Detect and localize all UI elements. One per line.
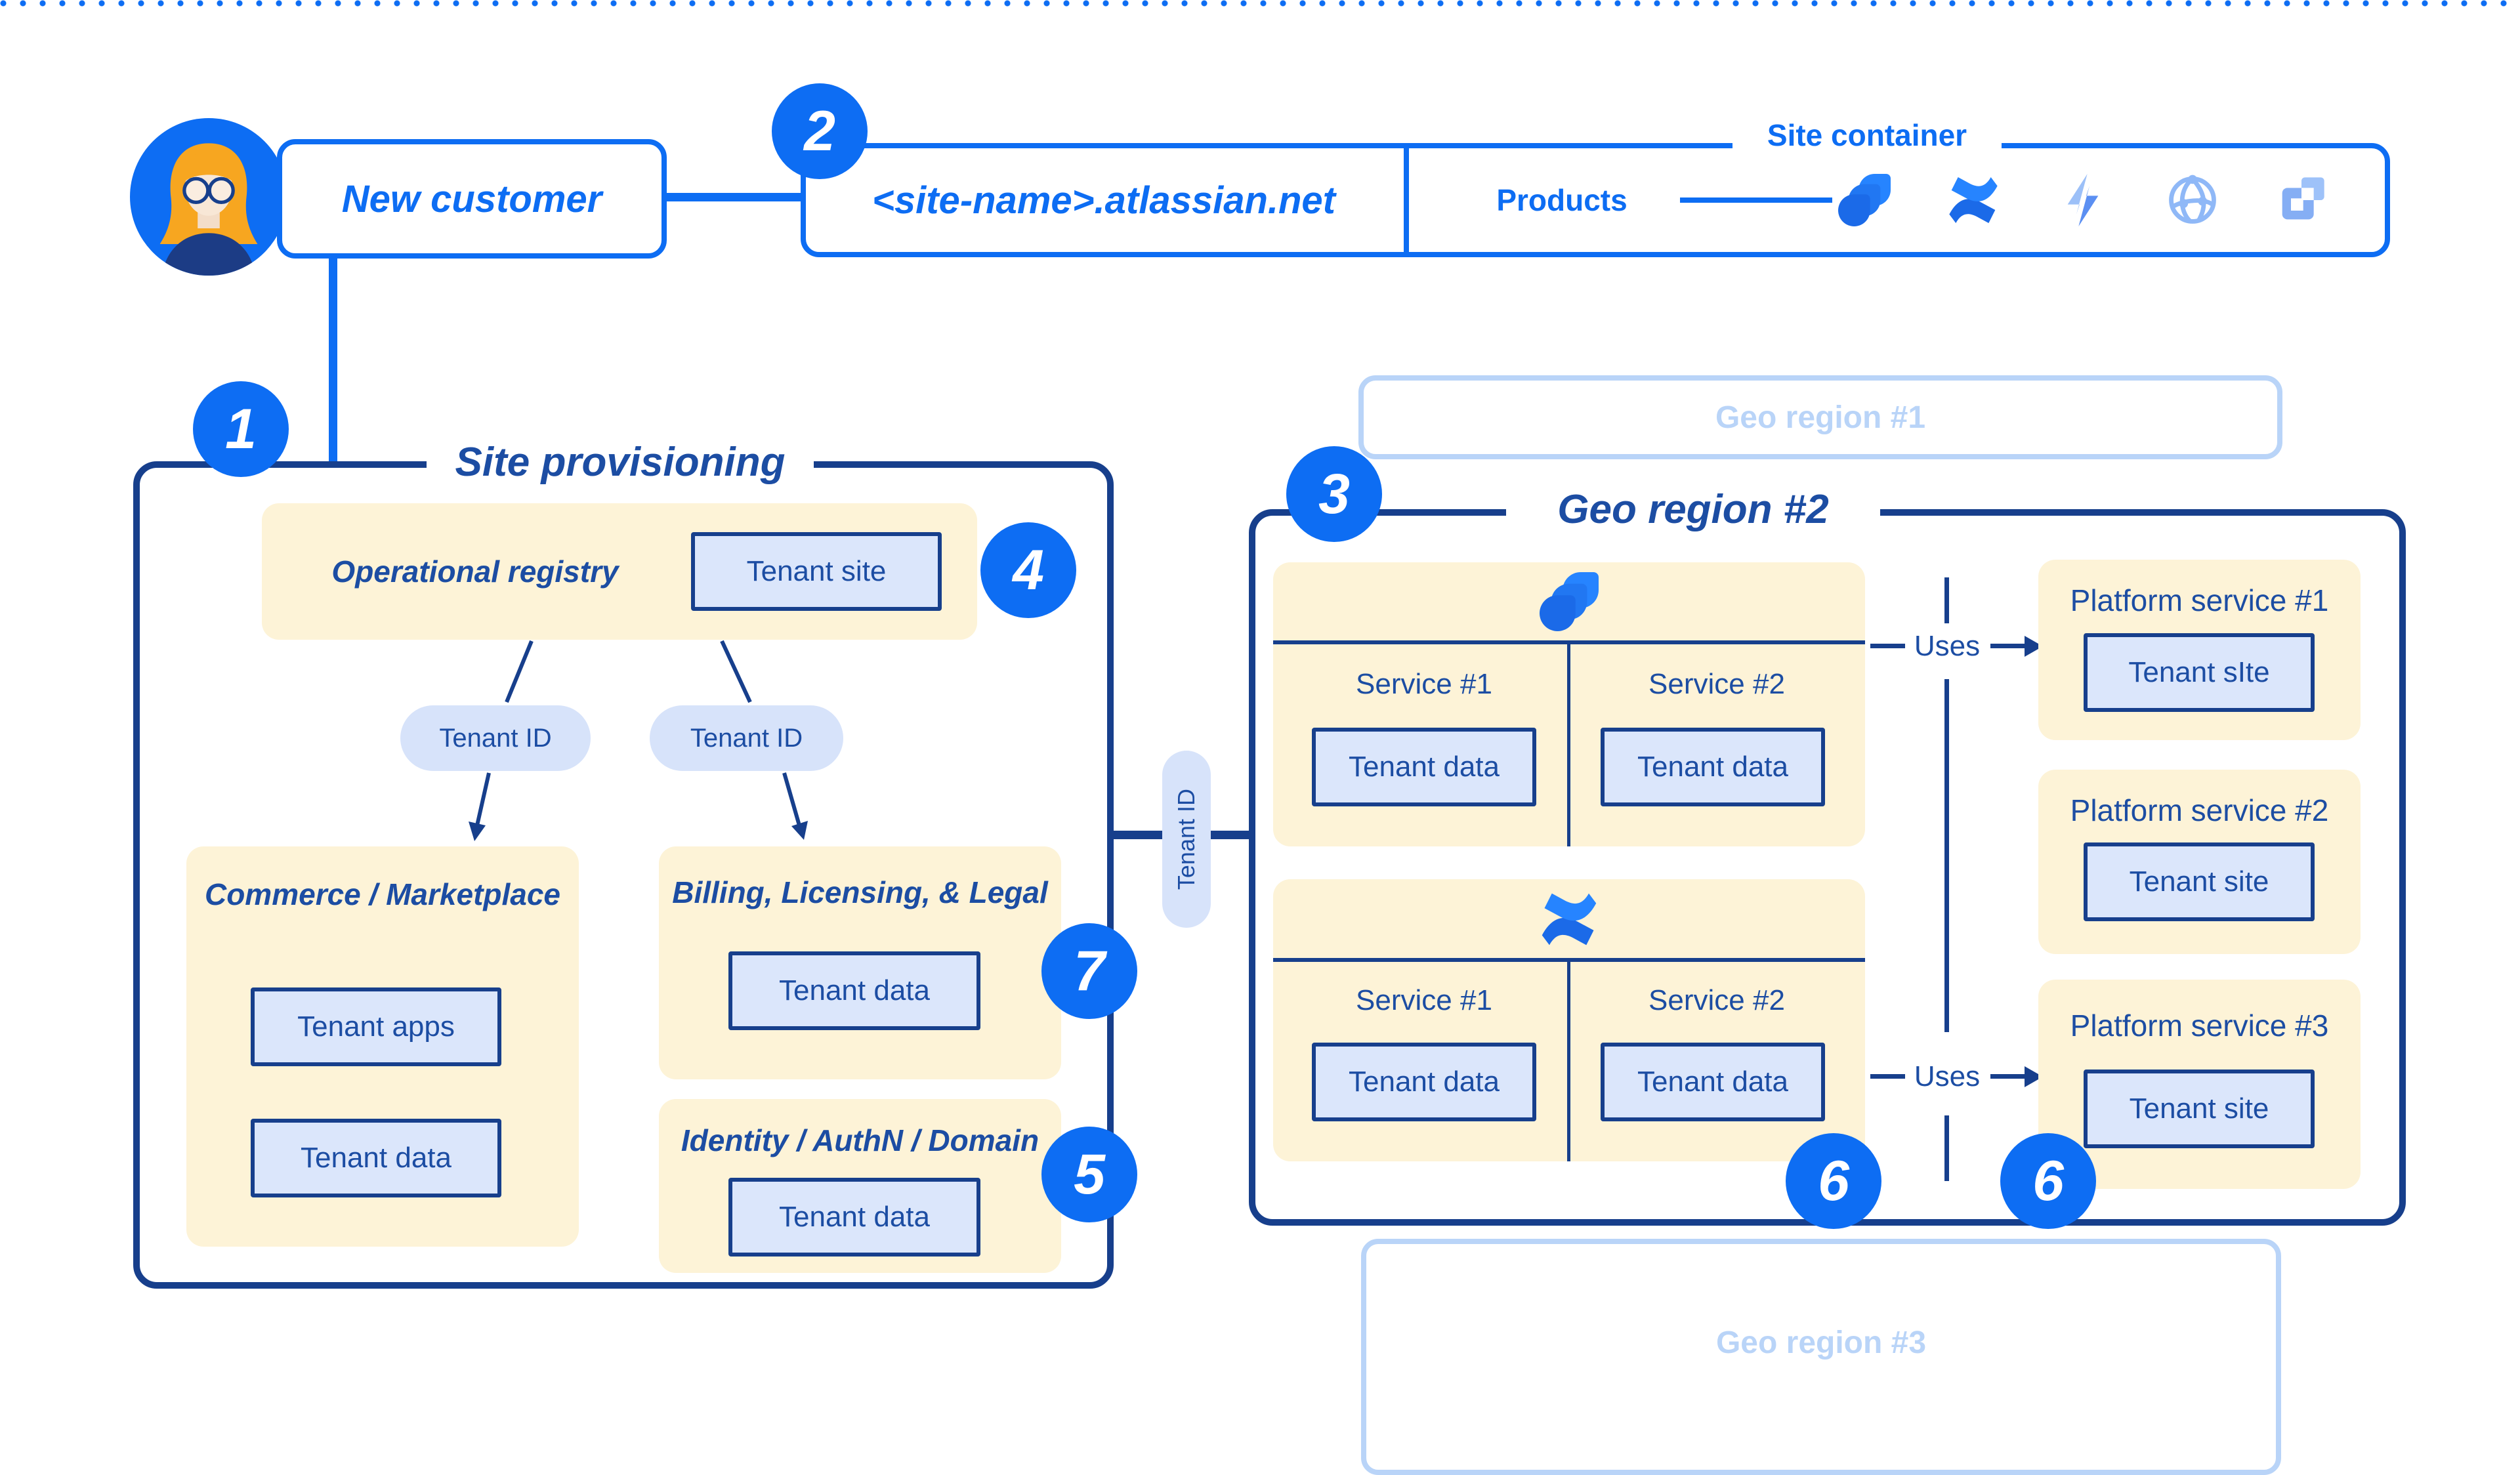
geo-region-1-label: Geo region #1 bbox=[1715, 400, 1926, 435]
step-badge-6-right: 6 bbox=[2000, 1133, 2096, 1229]
platform-service-1-tenant-site-box: Tenant sIte bbox=[2084, 633, 2315, 712]
connector-customer-to-provisioning bbox=[329, 256, 337, 461]
confluence-service-divider bbox=[1567, 962, 1570, 1161]
new-customer-label: New customer bbox=[341, 177, 602, 220]
confluence-section-divider bbox=[1273, 958, 1865, 962]
uses1-arrow-line bbox=[1990, 644, 2025, 648]
uses2-label: Uses bbox=[1905, 1054, 1989, 1100]
step-badge-5: 5 bbox=[1041, 1127, 1137, 1222]
new-customer-box: New customer bbox=[277, 139, 667, 259]
site-url-cell: <site-name>.atlassian.net bbox=[808, 148, 1399, 252]
platform-service-1-title: Platform service #1 bbox=[2070, 583, 2329, 617]
uses1-label: Uses bbox=[1905, 623, 1989, 669]
confluence-icon bbox=[1947, 174, 2000, 226]
uses-vline-seg3 bbox=[1944, 1115, 1949, 1181]
confluence-service1-tenant-data-box: Tenant data bbox=[1312, 1043, 1536, 1121]
registry-tenant-site-box: Tenant site bbox=[691, 532, 942, 611]
tenant-id-connector-label: Tenant ID bbox=[1173, 788, 1200, 890]
jira-service1-tenant-data-box: Tenant data bbox=[1312, 728, 1536, 806]
confluence-service2-label: Service #2 bbox=[1648, 984, 1785, 1016]
platform-service-2-tenant-site-box: Tenant site bbox=[2084, 842, 2315, 921]
jira-icon bbox=[1838, 174, 1891, 226]
site-container-divider bbox=[1404, 148, 1409, 252]
jira-icon bbox=[1540, 572, 1599, 631]
site-container-box bbox=[801, 143, 2390, 257]
jira-service1-label: Service #1 bbox=[1356, 668, 1492, 700]
site-url-label: <site-name>.atlassian.net bbox=[872, 178, 1335, 222]
step-badge-2: 2 bbox=[772, 83, 868, 179]
site-provisioning-title: Site provisioning bbox=[427, 436, 814, 488]
geo-region-3-box: Geo region #3 bbox=[1361, 1239, 2281, 1475]
geo-region-1-box: Geo region #1 bbox=[1358, 375, 2282, 459]
blocks-icon bbox=[2275, 174, 2328, 226]
jira-service2-tenant-data-box: Tenant data bbox=[1601, 728, 1825, 806]
site-container-title: Site container bbox=[1732, 110, 2002, 160]
woman-avatar-illustration bbox=[130, 118, 287, 276]
step-badge-1: 1 bbox=[193, 381, 289, 477]
geo-boundary-dotted-line bbox=[0, 0, 2520, 7]
jira-service-divider bbox=[1567, 644, 1570, 846]
jira-service2-label: Service #2 bbox=[1648, 668, 1785, 700]
commerce-tenant-apps-box: Tenant apps bbox=[251, 987, 501, 1066]
tenant-id-pill-right: Tenant ID bbox=[650, 705, 843, 771]
confluence-service2-tenant-data-box: Tenant data bbox=[1601, 1043, 1825, 1121]
confluence-icon bbox=[1540, 890, 1599, 949]
uses2-dash bbox=[1870, 1074, 1911, 1079]
commerce-marketplace-title: Commerce / Marketplace bbox=[204, 877, 561, 911]
platform-service-3-tenant-site-box: Tenant site bbox=[2084, 1070, 2315, 1148]
billing-licensing-legal-title: Billing, Licensing, & Legal bbox=[672, 875, 1048, 909]
step-badge-3: 3 bbox=[1286, 446, 1382, 542]
platform-service-2-title: Platform service #2 bbox=[2070, 793, 2329, 827]
uses-vline-seg1 bbox=[1944, 577, 1949, 623]
products-label: Products bbox=[1496, 183, 1628, 217]
products-line bbox=[1680, 197, 1832, 203]
bolt-icon bbox=[2057, 173, 2109, 228]
connector-customer-to-url bbox=[663, 193, 803, 201]
identity-tenant-data-box: Tenant data bbox=[728, 1178, 980, 1257]
commerce-tenant-data-box: Tenant data bbox=[251, 1119, 501, 1197]
uses2-arrow-line bbox=[1990, 1074, 2025, 1079]
jira-section-divider bbox=[1273, 640, 1865, 644]
geo-region-3-label: Geo region #3 bbox=[1715, 1325, 1927, 1360]
tenant-id-pill-left: Tenant ID bbox=[400, 705, 591, 771]
billing-tenant-data-box: Tenant data bbox=[728, 951, 980, 1030]
avatar bbox=[130, 118, 287, 276]
step-badge-7: 7 bbox=[1041, 923, 1137, 1019]
tenant-id-connector-pill: Tenant ID bbox=[1162, 751, 1211, 928]
step-badge-4: 4 bbox=[980, 522, 1076, 618]
platform-service-3-title: Platform service #3 bbox=[2070, 1008, 2329, 1043]
uses1-dash bbox=[1870, 644, 1911, 648]
geo-region-2-title: Geo region #2 bbox=[1506, 484, 1880, 534]
uses-vline-seg2 bbox=[1944, 679, 1949, 1032]
operational-registry-label: Operational registry bbox=[331, 554, 619, 589]
step-badge-6-left: 6 bbox=[1786, 1133, 1881, 1229]
confluence-service1-label: Service #1 bbox=[1356, 984, 1492, 1016]
globe-icon bbox=[2166, 173, 2219, 228]
identity-authn-domain-title: Identity / AuthN / Domain bbox=[681, 1123, 1040, 1157]
